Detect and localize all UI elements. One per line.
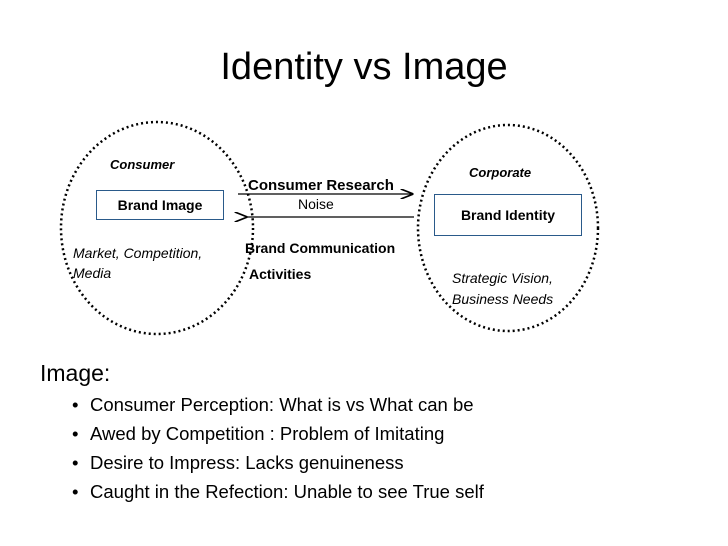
- corporate-drivers: Strategic Vision, Business Needs: [452, 270, 554, 307]
- brand-communication-label: Brand Communication Activities: [245, 240, 396, 282]
- image-section-heading: Image:: [40, 360, 111, 386]
- corporate-circle: [416, 123, 600, 333]
- consumer-influences: Market, Competition, Media: [73, 245, 203, 281]
- consumer-research-label: Consumer Research: [248, 177, 394, 194]
- bullet-item: Caught in the Refection: Unable to see T…: [72, 480, 484, 503]
- page-title: Identity vs Image: [220, 46, 508, 88]
- brand-identity-label: Brand Identity: [460, 207, 556, 223]
- noise-label: Noise: [298, 196, 334, 212]
- brand-identity-box: Brand Identity: [434, 194, 582, 236]
- corporate-label: Corporate: [469, 165, 532, 180]
- bullet-item: Desire to Impress: Lacks genuineness: [72, 451, 484, 474]
- consumer-label: Consumer: [110, 157, 175, 172]
- consumer-circle: [59, 120, 255, 336]
- image-bullet-list: Consumer Perception: What is vs What can…: [72, 393, 484, 509]
- bullet-item: Consumer Perception: What is vs What can…: [72, 393, 484, 416]
- brand-image-box: Brand Image: [96, 190, 224, 220]
- bullet-item: Awed by Competition : Problem of Imitati…: [72, 422, 484, 445]
- brand-image-label: Brand Image: [117, 197, 203, 213]
